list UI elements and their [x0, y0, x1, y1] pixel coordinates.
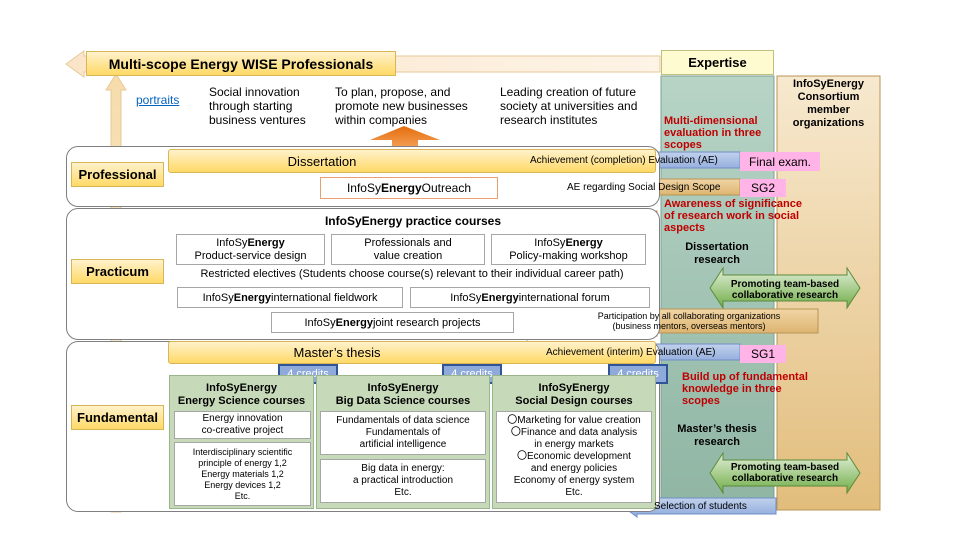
energy-principles-box: Interdisciplinary scientific principle o…	[174, 442, 311, 506]
dissertation-research-label: Dissertation research	[685, 241, 749, 266]
masters-thesis-bar: Master’s thesis	[168, 341, 656, 364]
practicum-label: Practicum	[71, 259, 164, 284]
sg2-badge: SG2	[740, 179, 786, 197]
completion-eval-label: Achievement (completion) Evaluation (AE)	[530, 155, 718, 166]
dissertation-bar: Dissertation	[168, 149, 656, 173]
interim-eval-label: Achievement (interim) Evaluation (AE)	[546, 347, 716, 358]
energy-innovation-box: Energy innovation co-creative project	[174, 411, 311, 439]
selection-label: Selection of students	[654, 501, 747, 512]
sg1-badge: SG1	[740, 345, 786, 363]
professional-label: Professional	[71, 162, 164, 187]
social-design-label: AE regarding Social Design Scope	[567, 182, 721, 193]
build-up-note: Build up of fundamental knowledge in thr…	[682, 371, 808, 407]
promoting-label-1: Promoting team-based collaborative resea…	[730, 279, 840, 301]
electives-note: Restricted electives (Students choose co…	[200, 268, 624, 280]
masters-research-label: Master’s thesis research	[677, 423, 757, 448]
energy-science-title: InfoSyEnergy Energy Science courses	[177, 382, 306, 407]
portraits-link[interactable]: portraits	[136, 93, 180, 107]
bigdata-fundamentals-box: Fundamentals of data science Fundamental…	[320, 411, 486, 455]
goal-social-innovation: Social innovation through starting busin…	[209, 85, 306, 127]
wise-title: Multi-scope Energy WISE Professionals	[108, 55, 374, 72]
participation-label: Participation by all collaborating organ…	[597, 311, 781, 331]
course-professionals-value: Professionals and value creation	[331, 234, 485, 265]
goal-future-society: Leading creation of future society at un…	[500, 85, 638, 127]
social-design-title: InfoSyEnergy Social Design courses	[515, 382, 633, 407]
expertise-box: Expertise	[661, 50, 774, 75]
goal-new-businesses: To plan, propose, and promote new busine…	[335, 85, 468, 127]
consortium-label: InfoSyEnergy Consortium member organizat…	[792, 78, 865, 129]
promoting-arrow-2	[709, 451, 861, 495]
promoting-arrow-1	[709, 266, 861, 310]
bigdata-energy-box: Big data in energy: a practical introduc…	[320, 459, 486, 503]
awareness-note: Awareness of significance of research wo…	[664, 198, 802, 234]
social-design-box: 〇Marketing for value creation 〇Finance a…	[496, 411, 652, 503]
multi-dimensional-note: Multi-dimensional evaluation in three sc…	[664, 115, 762, 151]
practice-courses-title: InfoSyEnergy practice courses	[324, 214, 502, 228]
course-product-service: InfoSyEnergy Product-service design	[176, 234, 325, 265]
course-policy-making: InfoSyEnergy Policy-making workshop	[491, 234, 646, 265]
expertise-label: Expertise	[688, 55, 747, 70]
bigdata-science-title: InfoSyEnergy Big Data Science courses	[335, 382, 471, 407]
final-exam-badge: Final exam.	[740, 152, 820, 171]
fundamental-label: Fundamental	[71, 405, 164, 430]
promoting-label-2: Promoting team-based collaborative resea…	[730, 462, 840, 484]
wise-title-box: Multi-scope Energy WISE Professionals	[86, 51, 396, 76]
